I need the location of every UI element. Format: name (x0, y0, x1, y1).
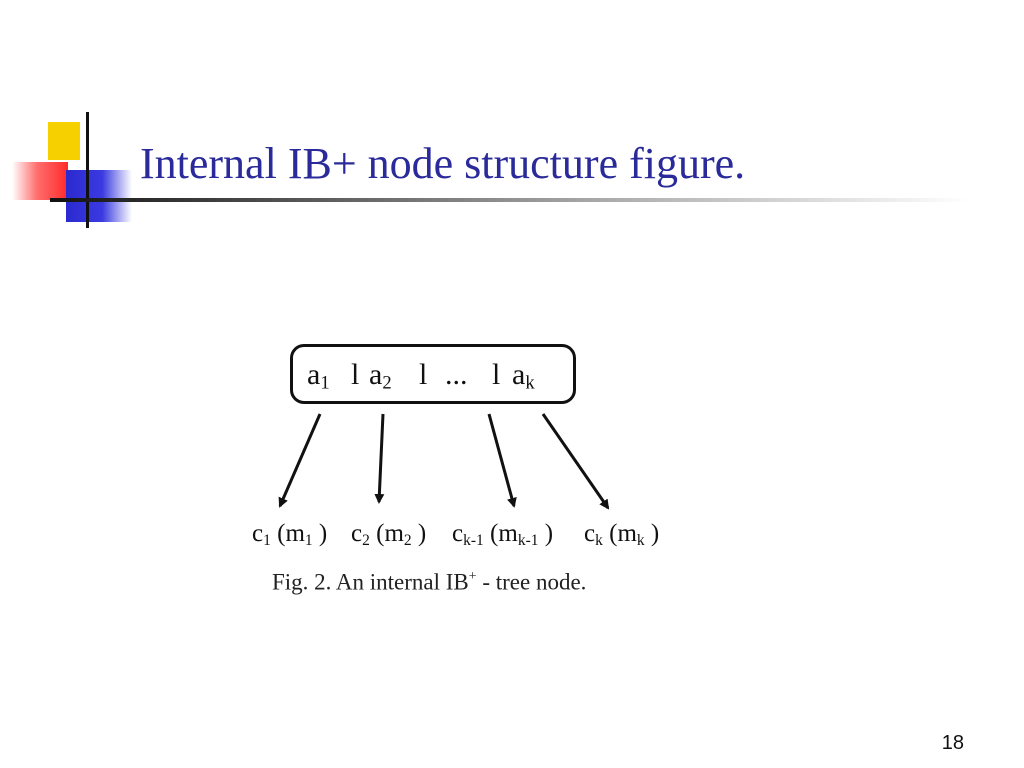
page-number: 18 (941, 732, 964, 754)
arrow-2 (374, 413, 385, 504)
slide-title: Internal IB+ node structure figure. (140, 139, 746, 188)
child-label-k-1: ck-1 (mk-1 ) (452, 520, 554, 549)
figure-caption: Fig. 2. An internal IB+ - tree node. (272, 568, 587, 595)
node-key-k: ak (512, 358, 535, 394)
child-label-2: c2 (m2 ) (351, 520, 427, 549)
arrow-3 (487, 413, 517, 508)
decorative-yellow-square (48, 122, 80, 160)
arrow-4 (541, 413, 610, 510)
node-separator: l (351, 358, 360, 391)
child-label-1: c1 (m1 ) (252, 520, 328, 549)
node-separator: l (492, 358, 501, 391)
decorative-vertical-line (86, 112, 89, 228)
title-underline (50, 198, 970, 202)
node-separator: l (419, 358, 428, 391)
node-key-1: a1 (307, 358, 330, 394)
decorative-blue-square (66, 170, 132, 222)
node-key-2: a2 (369, 358, 392, 394)
ib-tree-node-figure: a1 l a2 l ... l ak c1 (m1 ) c2 (m2 ) ck-… (230, 330, 710, 620)
node-key-ellipsis: ... (445, 358, 468, 391)
arrows-svg (278, 413, 610, 510)
node-box (290, 344, 576, 404)
child-label-k: ck (mk ) (584, 520, 660, 549)
arrow-1 (278, 413, 322, 508)
decorative-red-square (12, 162, 68, 200)
